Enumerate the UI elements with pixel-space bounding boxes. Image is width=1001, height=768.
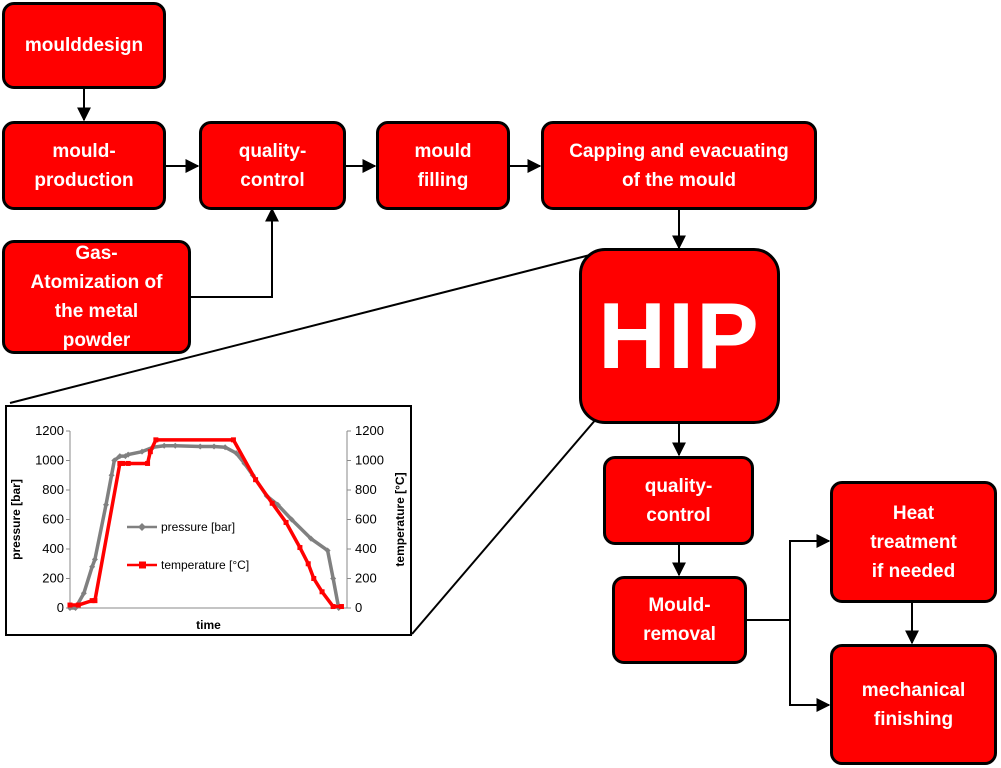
data-point-temperature xyxy=(120,460,126,466)
y-tick-label-left: 400 xyxy=(42,541,64,556)
legend-marker-pressure xyxy=(138,523,146,531)
data-point-temperature xyxy=(253,477,259,483)
box-capping-evacuating: Capping and evacuating of the mould xyxy=(541,121,817,210)
data-point-temperature xyxy=(89,598,95,604)
y-tick-label-right: 1200 xyxy=(355,423,384,438)
hip-cycle-chart: 0 0 200 200 400 400 600 600 800 800 1000 1000 1200 12… xyxy=(5,405,412,636)
data-point-temperature xyxy=(147,449,153,455)
box-heat-treatment: Heat treatment if needed xyxy=(830,481,997,603)
data-point-pressure xyxy=(307,535,314,542)
data-point-pressure xyxy=(125,451,132,458)
data-point-pressure xyxy=(139,448,146,455)
legend-label-pressure: pressure [bar] xyxy=(161,520,235,534)
data-point-pressure xyxy=(111,457,118,464)
data-point-pressure xyxy=(197,443,204,450)
y-tick-label-left: 600 xyxy=(42,512,64,527)
data-point-pressure xyxy=(211,443,218,450)
data-point-temperature xyxy=(117,460,123,466)
y-tick-label-left: 0 xyxy=(57,600,64,615)
series-line-pressure xyxy=(70,444,341,610)
box-mould-removal: Mould- removal xyxy=(612,576,747,664)
data-point-temperature xyxy=(153,437,159,443)
data-point-pressure xyxy=(233,450,240,457)
zoom-line-bottom xyxy=(411,417,598,635)
arrow-removal-to-heat xyxy=(746,534,831,621)
y-tick-label-right: 1000 xyxy=(355,453,384,468)
data-point-temperature xyxy=(297,545,303,551)
y-axis-label-left: pressure [bar] xyxy=(9,479,23,560)
data-point-pressure xyxy=(172,442,179,449)
y-tick-label-right: 200 xyxy=(355,571,377,586)
box-hip: HIP xyxy=(579,248,780,424)
data-point-temperature xyxy=(75,602,81,608)
data-point-pressure xyxy=(330,575,337,582)
box-mould-design: moulddesign xyxy=(2,2,166,89)
x-axis-label: time xyxy=(196,618,221,632)
y-tick-label-left: 200 xyxy=(42,571,64,586)
hip-cycle-chart-svg: 0 0 200 200 400 400 600 600 800 800 1000 1000 1200 12… xyxy=(9,423,407,632)
arrow-removal-to-finishing xyxy=(789,620,831,712)
box-mould-filling: mould filling xyxy=(376,121,510,210)
y-tick-label-right: 400 xyxy=(355,541,377,556)
box-quality-control-1: quality- control xyxy=(199,121,346,210)
data-point-pressure xyxy=(80,590,87,597)
data-point-pressure xyxy=(161,442,168,449)
data-point-temperature xyxy=(330,604,336,610)
data-point-pressure xyxy=(91,556,98,563)
box-gas-atomization: Gas- Atomization of the metal powder xyxy=(2,240,191,354)
box-quality-control-2: quality- control xyxy=(603,456,754,545)
data-point-temperature xyxy=(230,437,236,443)
data-point-temperature xyxy=(67,602,73,608)
data-point-pressure xyxy=(116,453,123,460)
legend-marker-temperature xyxy=(139,561,146,569)
box-mechanical-finishing: mechanical finishing xyxy=(830,644,997,765)
data-point-temperature xyxy=(145,460,151,466)
data-point-pressure xyxy=(108,472,115,479)
data-point-pressure xyxy=(222,444,229,451)
arrow-gas-to-qc xyxy=(190,207,279,298)
data-point-pressure xyxy=(103,501,110,508)
legend-label-temperature: temperature [°C] xyxy=(161,558,249,572)
box-mould-production: mould- production xyxy=(2,121,166,210)
zoom-line-top xyxy=(9,254,591,404)
y-axis-label-right: temperature [°C] xyxy=(393,472,407,566)
y-tick-label-right: 600 xyxy=(355,512,377,527)
data-point-temperature xyxy=(269,500,275,506)
y-tick-label-left: 1000 xyxy=(35,453,64,468)
data-point-pressure xyxy=(288,516,295,523)
data-point-temperature xyxy=(305,561,311,567)
data-point-temperature xyxy=(319,589,325,595)
y-tick-label-left: 1200 xyxy=(35,423,64,438)
y-tick-label-right: 0 xyxy=(355,600,362,615)
data-point-temperature xyxy=(338,604,344,610)
y-tick-label-right: 800 xyxy=(355,482,377,497)
data-point-temperature xyxy=(283,519,289,525)
data-point-pressure xyxy=(324,547,331,554)
data-point-pressure xyxy=(89,563,96,570)
data-point-temperature xyxy=(125,460,131,466)
data-point-temperature xyxy=(311,576,317,581)
y-tick-label-left: 800 xyxy=(42,482,64,497)
data-point-temperature xyxy=(92,598,98,604)
